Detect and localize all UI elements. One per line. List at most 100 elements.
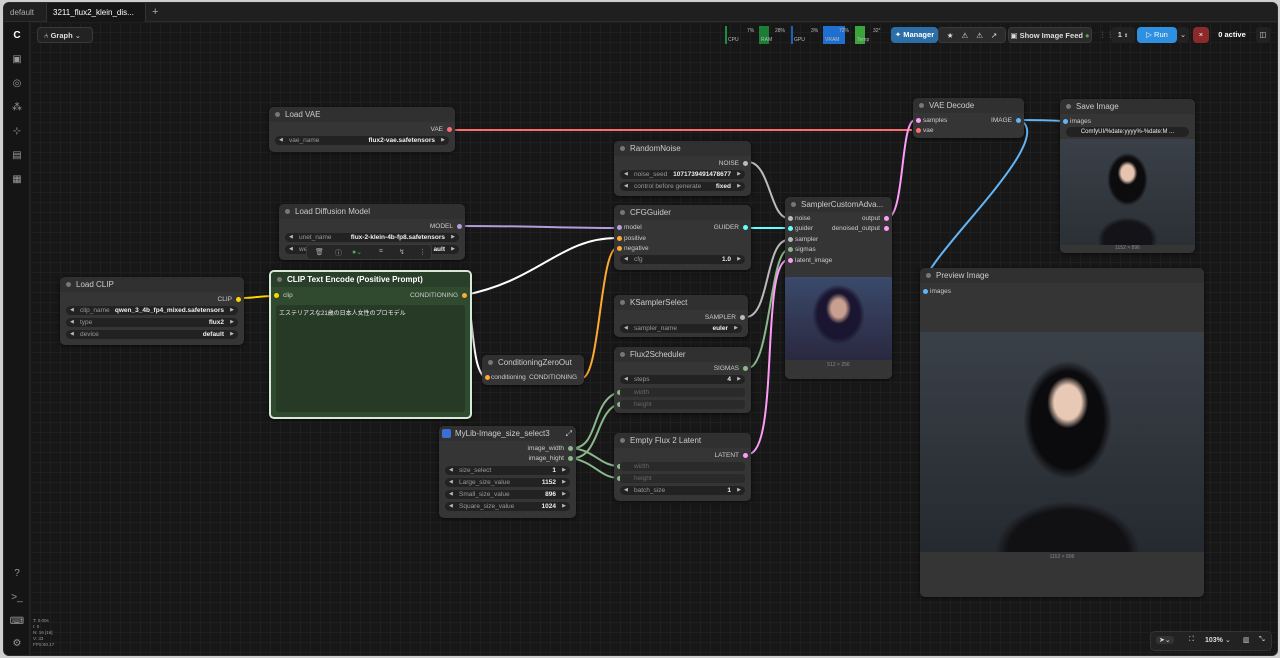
input-slot-latent[interactable]: [788, 258, 793, 263]
input-slot-sigmas[interactable]: [788, 247, 793, 252]
node-title[interactable]: ConditioningZeroOut: [482, 355, 584, 370]
run-options-chevron-icon[interactable]: ⌄: [1177, 27, 1189, 43]
node-preview-image[interactable]: Preview Image images 1152 × 896: [920, 268, 1204, 597]
output-slot-guider[interactable]: [743, 225, 748, 230]
input-slot-model[interactable]: [617, 225, 622, 230]
output-slot-image-hight[interactable]: [568, 456, 573, 461]
node-title[interactable]: VAE Decode: [913, 98, 1024, 113]
cancel-run-button[interactable]: ×: [1193, 27, 1209, 43]
node-cfg-guider[interactable]: CFGGuider model positive negative GUIDER…: [614, 205, 751, 270]
output-slot-denoised[interactable]: [884, 226, 889, 231]
bypass-icon[interactable]: ↯: [399, 249, 405, 256]
input-slot-noise[interactable]: [788, 216, 793, 221]
tab-workflow[interactable]: 3211_flux2_klein_dis... ●: [46, 3, 146, 36]
output-slot-image-width[interactable]: [568, 446, 573, 451]
node-load-clip[interactable]: Load CLIP CLIP clip_nameqwen_3_4b_fp4_mi…: [60, 277, 244, 345]
input-slot-guider[interactable]: [788, 226, 793, 231]
node-title[interactable]: Empty Flux 2 Latent: [614, 433, 751, 448]
new-tab-button[interactable]: +: [152, 6, 159, 18]
input-slot-negative[interactable]: [617, 246, 622, 251]
node-title[interactable]: Preview Image: [920, 268, 1204, 283]
node-empty-flux2-latent[interactable]: Empty Flux 2 Latent LATENT width height …: [614, 433, 751, 501]
help-icon[interactable]: ?: [14, 568, 20, 579]
input-slot-height[interactable]: [617, 476, 622, 481]
zoom-level[interactable]: 103%: [1205, 637, 1223, 644]
node-title[interactable]: RandomNoise: [614, 141, 751, 156]
frame-icon[interactable]: ⌗: [379, 248, 383, 255]
queue-count-input[interactable]: 1 ⇕: [1111, 27, 1135, 43]
queue-icon[interactable]: ▤: [12, 150, 22, 161]
input-slot-clip[interactable]: [274, 293, 279, 298]
expand-icon[interactable]: ⤢: [565, 429, 572, 438]
workflows-icon[interactable]: ⊹: [12, 126, 22, 137]
node-random-noise[interactable]: RandomNoise NOISE noise_seed107173949147…: [614, 141, 751, 196]
output-slot-vae[interactable]: [447, 127, 452, 132]
broom-icon[interactable]: ⚠: [961, 31, 969, 40]
keyboard-icon[interactable]: ⌨: [9, 616, 25, 627]
node-title[interactable]: CFGGuider: [614, 205, 751, 220]
node-title[interactable]: Flux2Scheduler: [614, 347, 751, 362]
color-picker-icon[interactable]: ●⌄: [352, 249, 363, 256]
node-title[interactable]: CLIP Text Encode (Positive Prompt): [271, 272, 470, 287]
node-title-bar[interactable]: MyLib-Image_size_select3⤢: [439, 426, 576, 441]
filename-prefix-input[interactable]: ComfyUI/%date:yyyy%-%date:M ...: [1066, 127, 1189, 137]
show-image-feed-button[interactable]: ▣ Show Image Feed ●: [1008, 27, 1092, 43]
fit-view-icon[interactable]: ⛶: [1189, 636, 1194, 643]
minimap-icon[interactable]: ▥: [1243, 637, 1250, 644]
select-tool-icon[interactable]: ➤⌄: [1156, 636, 1174, 644]
drag-handle-icon[interactable]: ⋮⋮: [1099, 30, 1114, 39]
input-slot-width[interactable]: [617, 464, 622, 469]
output-slot-model[interactable]: [457, 224, 462, 229]
input-slot-height[interactable]: [617, 402, 622, 407]
output-slot-conditioning[interactable]: [462, 293, 467, 298]
node-save-image[interactable]: Save Image images ComfyUI/%date:yyyy%-%d…: [1060, 99, 1195, 253]
input-slot-sampler[interactable]: [788, 237, 793, 242]
alert-icon[interactable]: ⚠: [976, 31, 983, 40]
input-slot-samples[interactable]: [916, 118, 921, 123]
nodes-icon[interactable]: ⁂: [12, 102, 22, 113]
graph-button[interactable]: ⑃ Graph ⌄: [37, 27, 93, 43]
node-title[interactable]: Load CLIP: [60, 277, 244, 292]
node-conditioning-zero-out[interactable]: ConditioningZeroOut conditioning CONDITI…: [482, 355, 584, 385]
prompt-textarea[interactable]: エステリアスな21歳の日本人女性のプロモデル: [276, 305, 465, 412]
node-mylib-image-size-select[interactable]: MyLib-Image_size_select3⤢ image_width im…: [439, 426, 576, 518]
node-title[interactable]: Load Diffusion Model: [279, 204, 465, 219]
models-icon[interactable]: ◎: [12, 78, 22, 89]
node-title[interactable]: KSamplerSelect: [614, 295, 748, 310]
input-slot-images[interactable]: [1063, 119, 1068, 124]
active-queue-label[interactable]: 0 active: [1218, 30, 1246, 39]
more-options-icon[interactable]: ⋮: [419, 249, 426, 256]
run-button[interactable]: ▷ Run: [1137, 27, 1177, 43]
info-icon[interactable]: ⓘ: [335, 250, 342, 257]
input-slot-images[interactable]: [923, 289, 928, 294]
star-icon[interactable]: ★: [946, 31, 954, 40]
node-title[interactable]: Load VAE: [269, 107, 455, 122]
delete-icon[interactable]: 🗑: [315, 249, 324, 256]
settings-gear-icon[interactable]: ⚙: [12, 638, 22, 649]
node-title[interactable]: SamplerCustomAdva...: [785, 197, 892, 212]
node-sampler-custom-advanced[interactable]: SamplerCustomAdva... noise guider sample…: [785, 197, 892, 379]
node-load-vae[interactable]: Load VAE VAE vae_nameflux2-vae.safetenso…: [269, 107, 455, 152]
templates-icon[interactable]: ▦: [12, 174, 22, 185]
output-slot-output[interactable]: [884, 216, 889, 221]
output-slot-clip[interactable]: [236, 297, 241, 302]
input-slot-positive[interactable]: [617, 236, 622, 241]
input-slot-conditioning[interactable]: [485, 375, 490, 380]
terminal-icon[interactable]: >_: [11, 592, 23, 603]
output-slot-image[interactable]: [1016, 118, 1021, 123]
